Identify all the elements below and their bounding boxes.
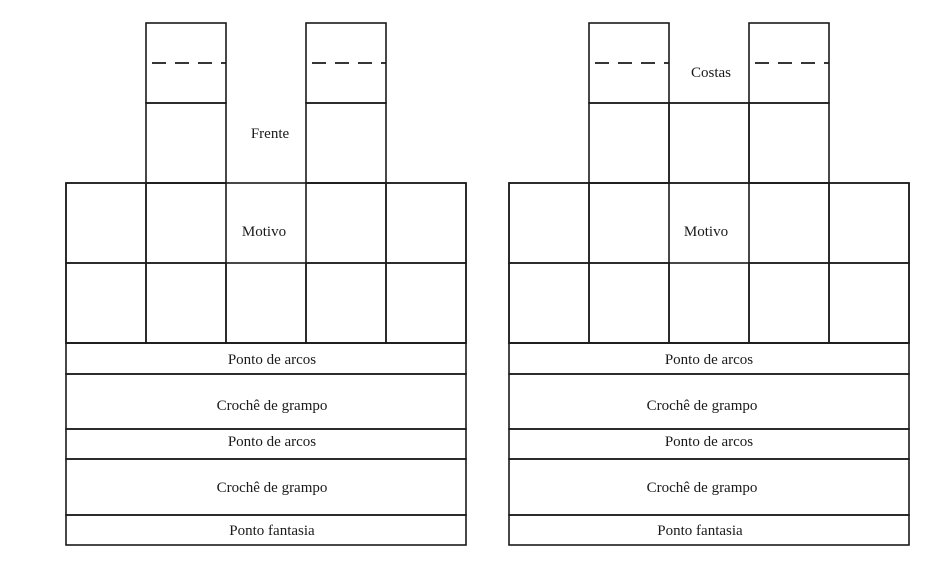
back-band-5	[508, 514, 910, 546]
back-upper-cell	[588, 102, 670, 184]
back-panel: Costas Motivo Ponto de arcos Crochê de g…	[508, 22, 910, 546]
front-motif-cell	[145, 182, 227, 264]
back-motif-cell	[748, 262, 830, 344]
front-right-strap-bottom	[305, 102, 387, 184]
back-motif-cell	[668, 262, 750, 344]
back-band-2-label: Crochê de grampo	[647, 398, 758, 414]
front-band-3-label: Ponto de arcos	[228, 434, 316, 450]
front-band-4-label: Crochê de grampo	[217, 480, 328, 496]
back-band-3-label: Ponto de arcos	[665, 434, 753, 450]
front-band-2-label: Crochê de grampo	[217, 398, 328, 414]
front-motif-cell	[145, 262, 227, 344]
back-band-5-label: Ponto fantasia	[657, 523, 743, 539]
back-motif-cell	[588, 262, 670, 344]
front-title: Frente	[251, 126, 290, 142]
back-motif-cell	[588, 182, 670, 264]
front-motif-cell	[305, 182, 387, 264]
back-band-4-label: Crochê de grampo	[647, 480, 758, 496]
front-motif-cell	[385, 262, 467, 344]
front-motif-cell	[225, 262, 307, 344]
back-title: Costas	[691, 65, 731, 81]
back-motif-cell	[748, 182, 830, 264]
back-motif-cell	[508, 182, 590, 264]
front-band-1-label: Ponto de arcos	[228, 352, 316, 368]
back-motif-cell	[828, 262, 910, 344]
front-motif-label: Motivo	[242, 224, 286, 240]
front-motif-cell	[65, 182, 147, 264]
back-motif-cell	[828, 182, 910, 264]
back-upper-cell	[668, 102, 750, 184]
front-left-strap-bottom	[145, 102, 227, 184]
back-upper-cell	[748, 102, 830, 184]
front-motif-cell	[385, 182, 467, 264]
front-band-5	[65, 514, 467, 546]
front-motif-cell	[305, 262, 387, 344]
back-motif-label: Motivo	[684, 224, 728, 240]
front-panel: Frente Motivo Ponto de arcos Crochê de g…	[65, 22, 467, 546]
back-band-1-label: Ponto de arcos	[665, 352, 753, 368]
front-motif-cell	[65, 262, 147, 344]
back-motif-cell	[508, 262, 590, 344]
front-band-5-label: Ponto fantasia	[229, 523, 315, 539]
